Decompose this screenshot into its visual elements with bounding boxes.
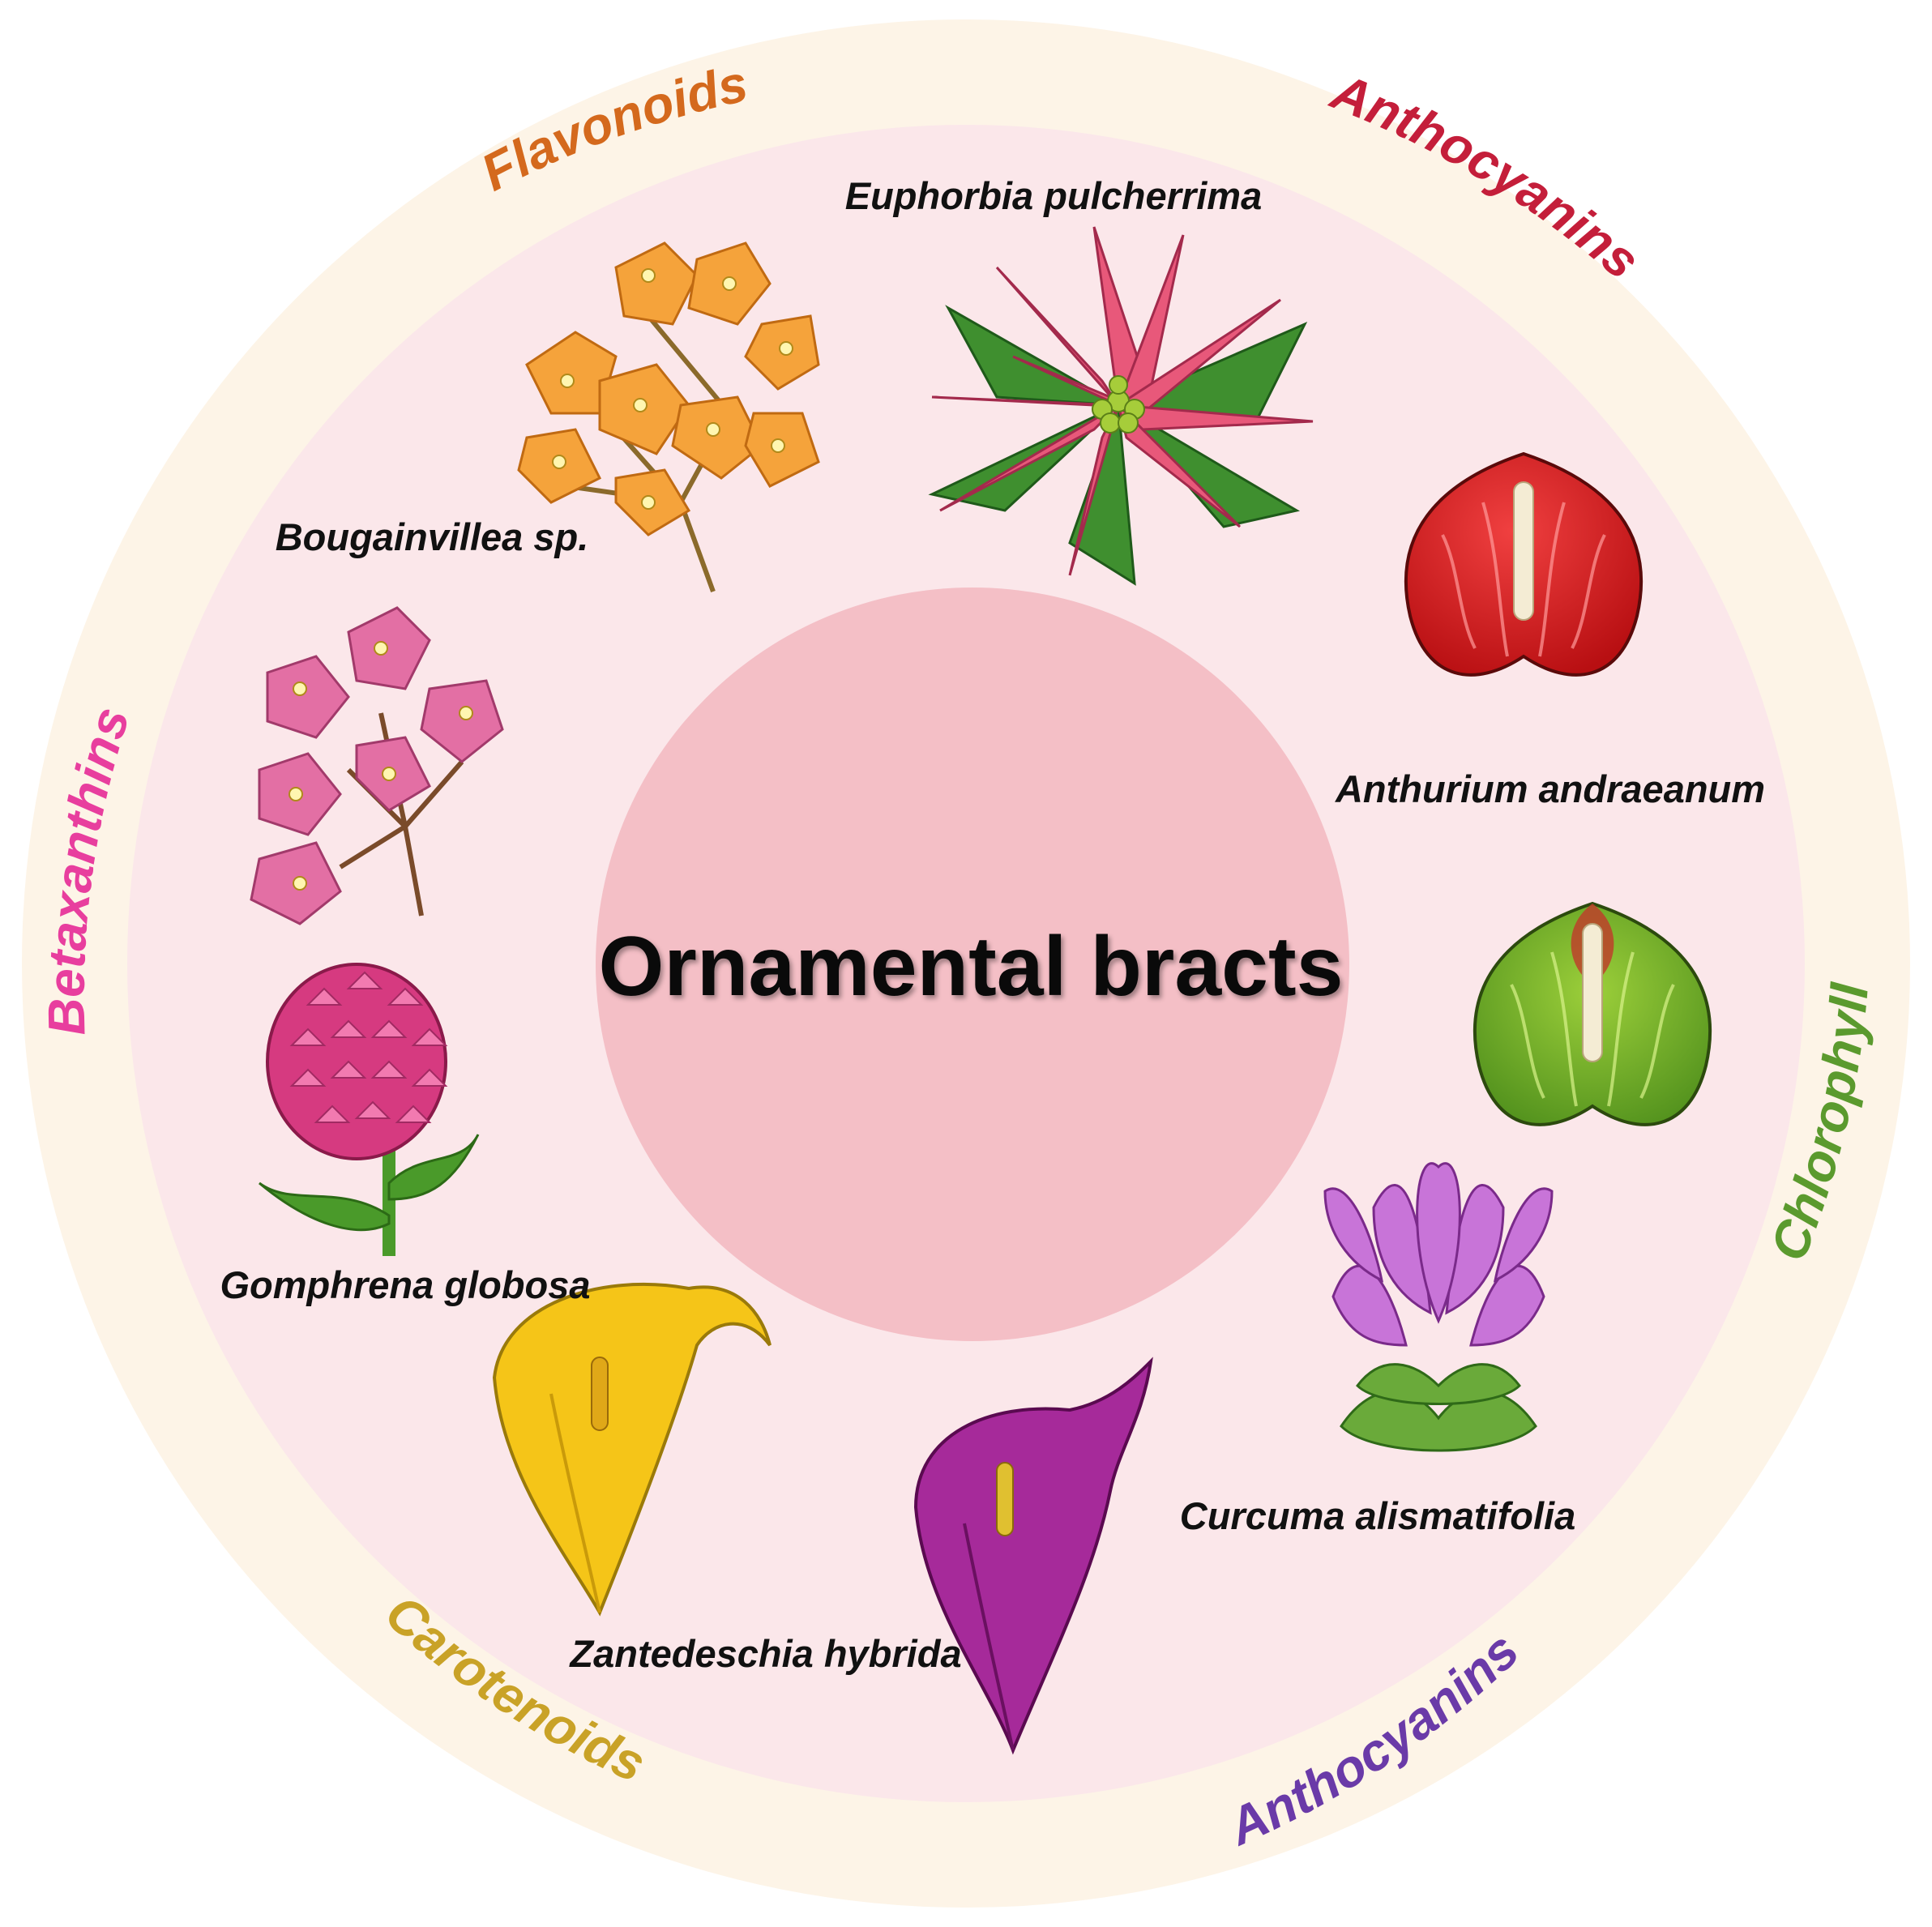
anthurium-green-illustration (1473, 901, 1712, 1126)
bougainvillea-orange-illustration (517, 241, 820, 593)
bougainvillea-pink-illustration (250, 606, 504, 925)
label-zantedeschia: Zantedeschia hybrida (568, 1632, 961, 1675)
label-gomphrena: Gomphrena globosa (220, 1263, 591, 1306)
euphorbia-illustration (928, 226, 1314, 586)
anthurium-red-illustration (1404, 451, 1643, 677)
curcuma-illustration (1323, 1162, 1554, 1452)
label-anthurium: Anthurium andraeanum (1335, 767, 1765, 810)
gomphrena-illustration (259, 963, 480, 1256)
zantedeschia-purple-illustration (913, 1357, 1153, 1755)
zantedeschia-yellow-illustration (492, 1282, 772, 1617)
label-euphorbia: Euphorbia pulcherrima (845, 174, 1262, 217)
label-curcuma: Curcuma alismatifolia (1180, 1494, 1575, 1537)
label-bougainvillea: Bougainvillea sp. (276, 515, 589, 558)
center-circle (596, 588, 1349, 1341)
center-title: Ornamental bracts (599, 920, 1344, 1014)
